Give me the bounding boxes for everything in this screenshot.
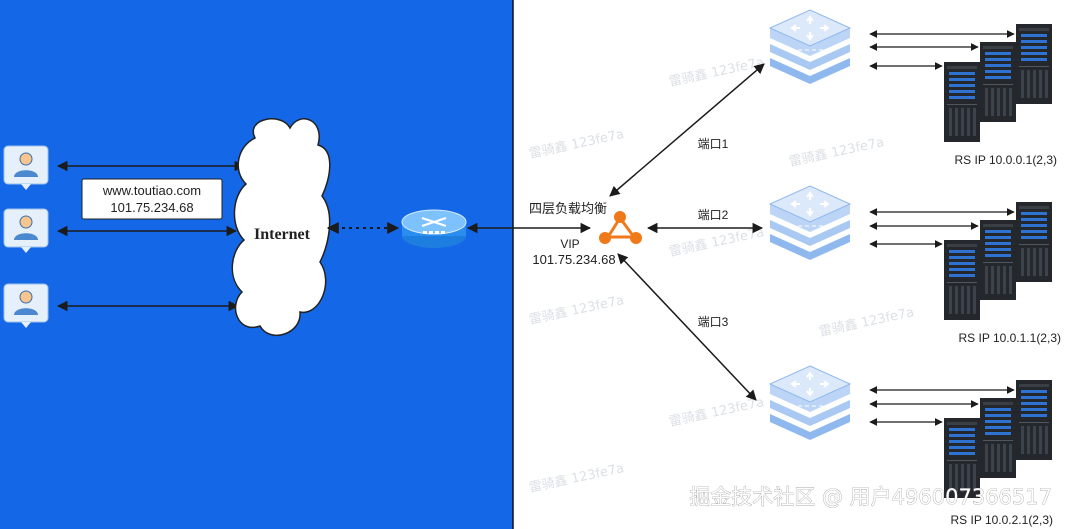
dns-domain: www.toutiao.com <box>102 183 201 198</box>
user-icon <box>3 208 49 254</box>
port-label-2: 端口2 <box>698 208 729 222</box>
user-icon <box>3 145 49 191</box>
rs-label-3: RS IP 10.0.2.1(2,3) <box>950 513 1053 527</box>
internet-label: Internet <box>254 226 311 243</box>
router-icon <box>401 209 467 248</box>
vip-address: 101.75.234.68 <box>532 252 615 267</box>
dns-ip: 101.75.234.68 <box>110 200 193 215</box>
cloud-icon <box>231 118 331 337</box>
load-balancer-icon <box>599 211 642 244</box>
user-icon <box>3 283 49 329</box>
port-label-1: 端口1 <box>698 137 729 151</box>
dns-box <box>81 178 223 220</box>
vip-label: VIP <box>560 237 579 251</box>
lb-switch-link-1 <box>609 63 765 197</box>
footer-watermark: 掘金技术社区 @ 用户496007366517 <box>689 485 1052 509</box>
lb-title: 四层负载均衡 <box>529 201 607 216</box>
rs-label-2: RS IP 10.0.1.1(2,3) <box>958 331 1061 345</box>
lb-switch-link-3 <box>617 253 757 401</box>
port-label-3: 端口3 <box>698 315 729 329</box>
rs-label-1: RS IP 10.0.0.1(2,3) <box>954 153 1057 167</box>
